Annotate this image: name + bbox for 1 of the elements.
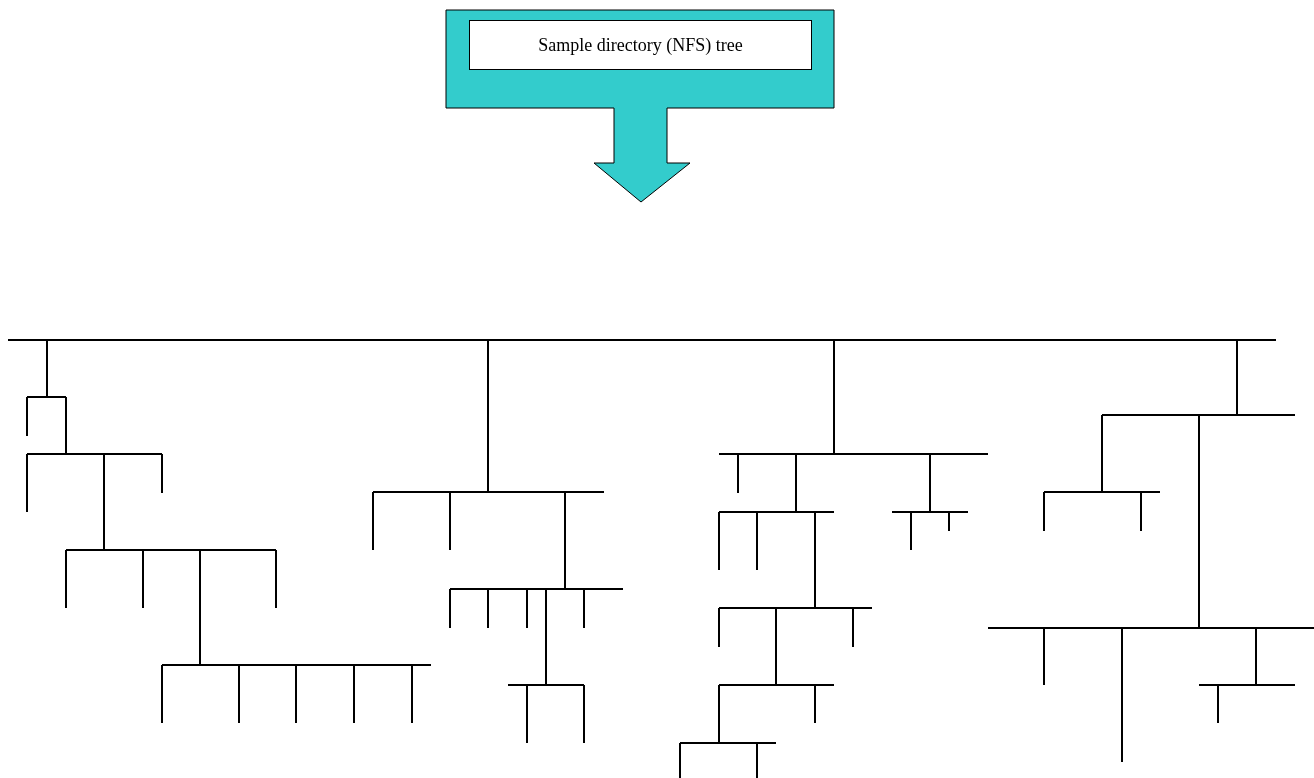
text-box: Sample directory (NFS) tree — [469, 20, 812, 70]
